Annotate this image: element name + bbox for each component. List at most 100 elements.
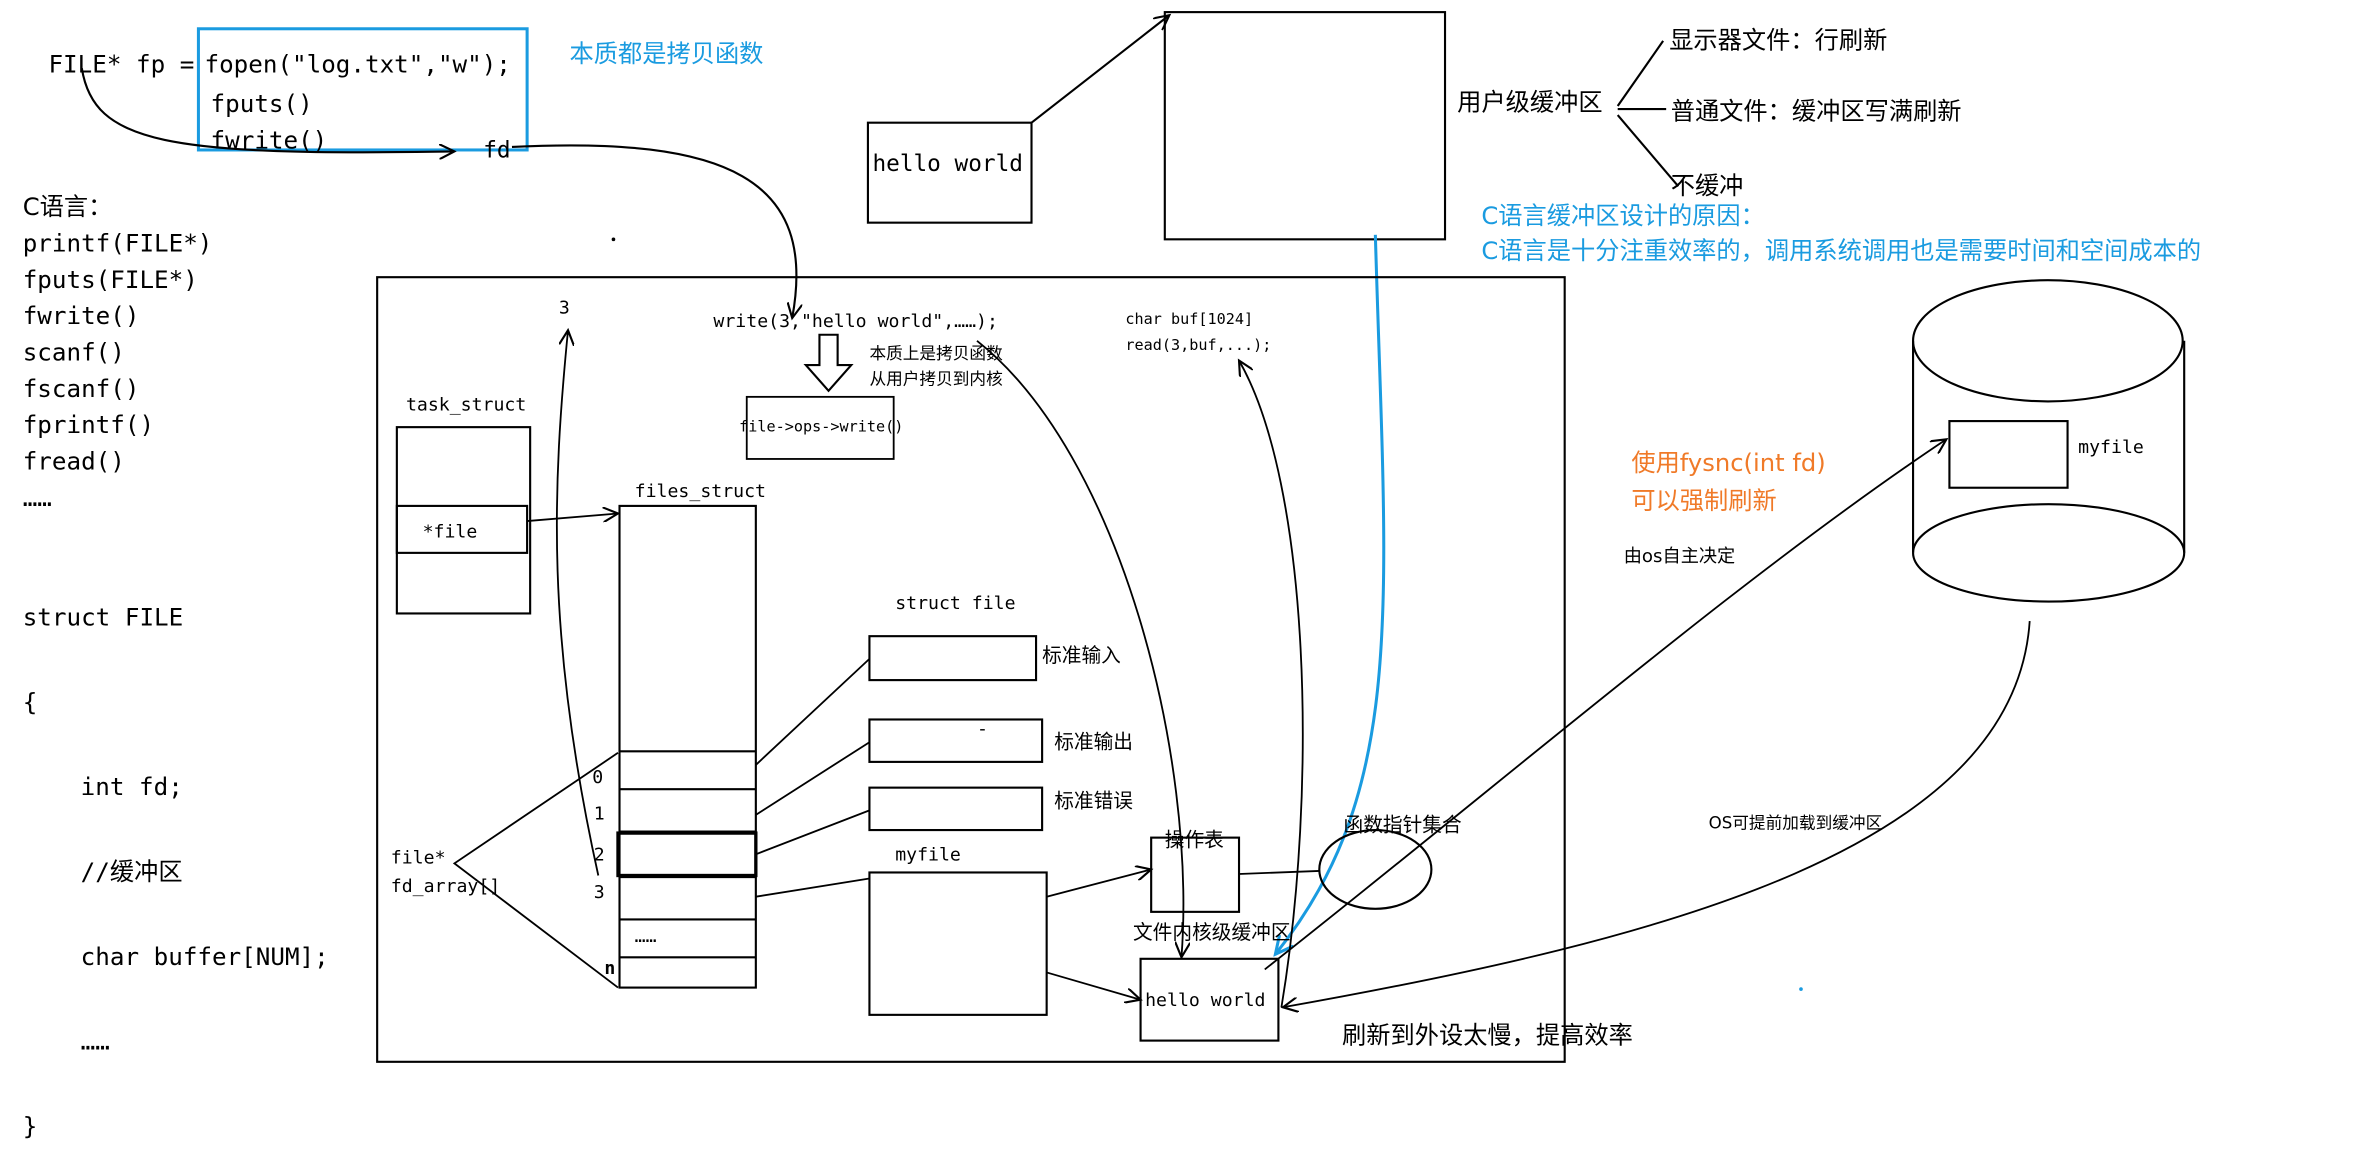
- diagram-shapes: [80, 11, 2186, 1063]
- struct-line: ……: [51, 1026, 110, 1056]
- fd-to-struct-file-lines: [755, 658, 871, 898]
- reason-body: C语言是十分注重效率的，调用系统调用也是需要时间和空间成本的: [1481, 236, 2202, 266]
- copy-note: 本质都是拷贝函数: [569, 39, 764, 69]
- fd-index-n: n: [604, 957, 616, 979]
- files-struct-label: files_struct: [634, 480, 766, 502]
- fd-array-label: fd_array[]: [390, 875, 501, 897]
- fopen-call: fopen("log.txt","w");: [204, 49, 511, 79]
- code-prefix: FILE* fp =: [48, 49, 195, 79]
- fd-index-0: 0: [592, 766, 604, 788]
- branch-display: 显示器文件：行刷新: [1669, 25, 1888, 55]
- hello-world-text: hello world: [872, 149, 1023, 178]
- read-buf-decl: char buf[1024]: [1125, 312, 1254, 329]
- arrow-kbuf-to-read: [1239, 360, 1304, 1008]
- disk-myfile-box: [1948, 420, 2069, 489]
- arrow-fp-to-fd: [80, 67, 455, 152]
- struct-line: struct FILE: [22, 602, 184, 632]
- branch-normal: 普通文件：缓冲区写满刷新: [1670, 96, 1962, 126]
- ops-write-call: file->ops->write(): [739, 419, 904, 437]
- disk-myfile-label: myfile: [2078, 436, 2144, 458]
- hello-box: [866, 121, 1033, 224]
- disk-cylinder-body: [1912, 340, 2186, 553]
- files-struct-box: [618, 504, 757, 989]
- c-function: printf(FILE*): [22, 228, 213, 258]
- file-ptr-label: *file: [422, 521, 478, 543]
- arrow-kbuf-to-disk: [1264, 439, 1947, 971]
- os-preload-note: OS可提前加载到缓冲区: [1708, 813, 1883, 834]
- flush-slow-note: 刷新到外设太慢，提高效率: [1342, 1020, 1633, 1050]
- stdin-label: 标准输入: [1042, 645, 1121, 668]
- myfile-label: myfile: [895, 843, 961, 865]
- fputs-call: fputs(): [210, 89, 313, 119]
- struct-line: //缓冲区: [51, 857, 183, 887]
- c-function: fread(): [22, 446, 125, 476]
- c-function: fscanf(): [22, 374, 140, 403]
- os-decide-note: 由os自主决定: [1623, 545, 1736, 567]
- stdin-box: [868, 635, 1038, 682]
- ops-write-box: [745, 395, 895, 460]
- stray-dot: [611, 237, 616, 242]
- c-function: fwrite(): [22, 301, 140, 331]
- struct-line: }: [22, 1111, 38, 1141]
- blue-code-box: [196, 27, 529, 152]
- disk-bottom: [1912, 552, 2186, 603]
- diagram-stage: FILE* fp = fopen("log.txt","w"); fputs()…: [23, 11, 2202, 1141]
- c-function-list: printf(FILE*) fputs(FILE*) fwrite() scan…: [23, 226, 213, 517]
- c-function: fprintf(): [22, 410, 155, 440]
- kernel-frame: [376, 276, 1566, 1063]
- blue-flush-arrow: [1275, 234, 1386, 954]
- ops-table-label: 操作表: [1164, 830, 1224, 853]
- fd-label: fd: [483, 136, 511, 164]
- fd-array-bracket: [452, 752, 619, 989]
- struct-file-label: struct file: [895, 592, 1016, 614]
- kernel-hello-text: hello world: [1145, 989, 1266, 1011]
- struct-line: {: [22, 687, 38, 717]
- fwrite-call: fwrite(): [210, 125, 328, 155]
- read-call: read(3,buf,...);: [1125, 337, 1272, 355]
- c-function: ……: [22, 483, 52, 512]
- disk-middle-arc: [1912, 503, 2186, 553]
- user-buffer-label: 用户级缓冲区: [1457, 87, 1603, 117]
- kernel-buffer-label: 文件内核级缓冲区: [1132, 922, 1291, 946]
- disk-top: [1912, 279, 2184, 403]
- arrow-file-to-files-struct: [527, 513, 618, 521]
- file-ptr-box: [395, 504, 529, 554]
- reason-title: C语言缓冲区设计的原因：: [1481, 201, 1765, 231]
- stdout-dash: -: [976, 717, 988, 740]
- arrow-disk-to-kbuf: [1283, 620, 2031, 1007]
- copy-note-2: 从用户拷贝到内核: [869, 369, 1003, 390]
- copy-note-1: 本质上是拷贝函数: [869, 343, 1003, 364]
- stray-dot: [1799, 987, 1803, 991]
- stdout-box: [868, 718, 1044, 763]
- struct-line: char buffer[NUM];: [51, 942, 329, 971]
- arrow-myfile-to-kbuf: [1046, 971, 1141, 999]
- arrow-myfile-to-ops: [1046, 869, 1152, 898]
- arrow-3-up: [555, 330, 600, 876]
- file-star-label: file*: [390, 846, 446, 868]
- fd-dots: ……: [634, 925, 657, 947]
- arrow-hello-to-buffer: [1030, 15, 1170, 124]
- fd-index-1: 1: [593, 802, 605, 824]
- write-down-arrow: [803, 333, 854, 393]
- write-call: write(3,"hello world",……);: [713, 310, 998, 332]
- ops-to-ellipse-line: [1238, 870, 1320, 875]
- stderr-box: [868, 786, 1044, 832]
- fsync-note-1: 使用fysnc(int fd): [1631, 448, 1826, 478]
- arrow-write-to-kbuf: [976, 340, 1183, 957]
- func-ptr-label: 函数指针集合: [1343, 814, 1462, 838]
- user-buffer-box: [1163, 11, 1447, 241]
- fd-index-3: 3: [593, 881, 605, 903]
- num-3: 3: [558, 296, 570, 319]
- stderr-label: 标准错误: [1054, 790, 1134, 814]
- fd-index-2: 2: [593, 843, 605, 865]
- fd-slot-2-highlight: [616, 831, 758, 878]
- stdout-label: 标准输出: [1054, 731, 1134, 755]
- c-function: scanf(): [22, 337, 125, 367]
- myfile-box: [868, 871, 1048, 1016]
- c-function: fputs(FILE*): [22, 265, 198, 294]
- func-ptr-ellipse: [1318, 828, 1433, 910]
- struct-file-def: struct FILE { int fd; //缓冲区 char buffer[…: [23, 551, 329, 1169]
- fsync-note-2: 可以强制刷新: [1631, 486, 1777, 515]
- arrow-fd-to-write: [511, 144, 796, 318]
- branch-nobuffer: 不缓冲: [1670, 171, 1744, 200]
